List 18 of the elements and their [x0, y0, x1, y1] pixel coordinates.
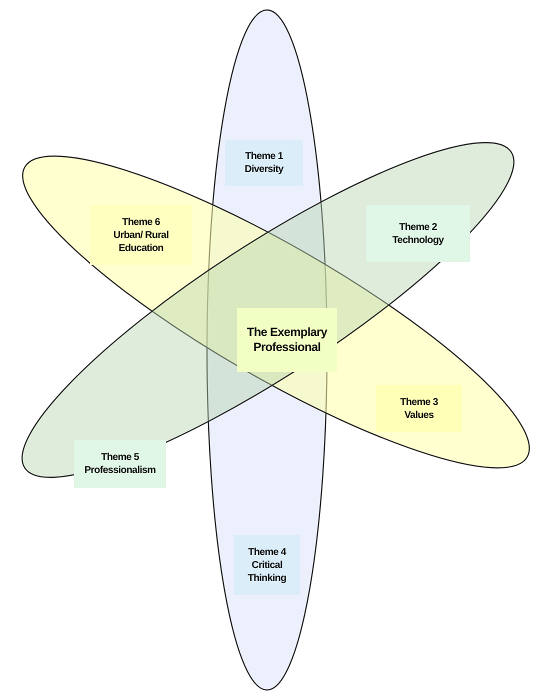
label-box — [237, 308, 337, 372]
theme-name: Values — [404, 408, 434, 422]
theme-name: Professionalism — [84, 464, 156, 477]
theme-number: Theme 3 — [400, 396, 438, 408]
theme-number: Theme 6 — [122, 216, 160, 228]
theme-name: Technology — [392, 234, 444, 246]
label-box — [366, 205, 470, 262]
theme-name: Urban/ Rural Education — [112, 228, 170, 254]
label-box — [74, 440, 166, 488]
theme-name: Critical Thinking — [246, 558, 288, 584]
theme-number: Theme 5 — [101, 451, 139, 464]
theme-number: Theme 1 — [245, 150, 283, 163]
theme-name: Diversity — [244, 163, 284, 176]
theme-number: Theme 4 — [248, 546, 286, 558]
theme-number: Theme 2 — [399, 220, 437, 234]
label-box — [90, 205, 192, 265]
label-box — [376, 385, 462, 432]
center-title: The Exemplary Professional — [246, 325, 328, 355]
